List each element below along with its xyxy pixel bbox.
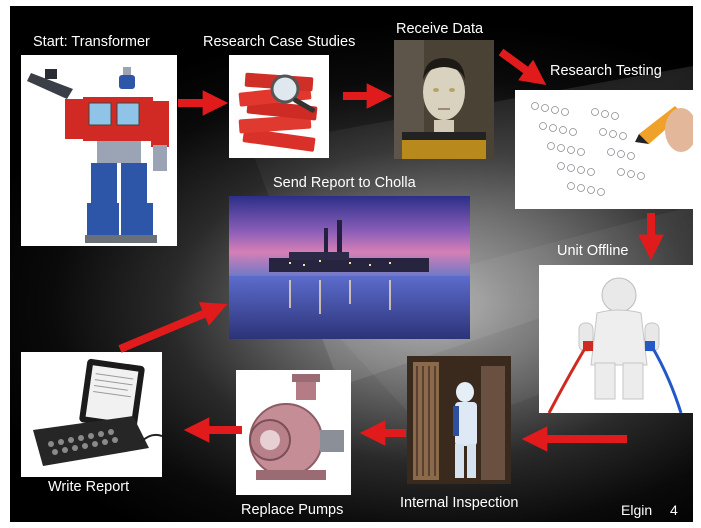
unit-offline-figure-image xyxy=(539,265,693,413)
step-label-start: Start: Transformer xyxy=(33,34,150,50)
power-station-image xyxy=(229,196,470,339)
typewriter-tablet-image xyxy=(21,352,162,477)
data-portrait-image xyxy=(394,40,494,159)
arrow-report-to-send xyxy=(118,302,228,353)
step-label-replace-pumps: Replace Pumps xyxy=(241,502,344,518)
pump-image xyxy=(236,370,351,495)
arrow-data-to-testing xyxy=(498,48,547,86)
slide: Start: Transformer Research Case Studies… xyxy=(10,6,693,522)
binders-magnifier-image xyxy=(229,55,329,158)
step-label-write-report: Write Report xyxy=(48,479,130,495)
internal-inspection-image xyxy=(407,356,511,484)
step-label-internal-inspection: Internal Inspection xyxy=(400,495,519,511)
step-label-unit-offline: Unit Offline xyxy=(557,243,629,259)
transformer-robot-image xyxy=(21,55,177,246)
step-label-research-testing: Research Testing xyxy=(550,63,662,79)
footer-page-number: 4 xyxy=(670,502,678,518)
step-label-send-report: Send Report to Cholla xyxy=(273,175,416,191)
step-label-research-case-studies: Research Case Studies xyxy=(203,34,356,50)
footer-author: Elgin xyxy=(621,502,653,518)
test-sheet-image xyxy=(515,90,693,209)
flow-arrows xyxy=(118,48,664,452)
step-label-receive-data: Receive Data xyxy=(396,21,484,37)
